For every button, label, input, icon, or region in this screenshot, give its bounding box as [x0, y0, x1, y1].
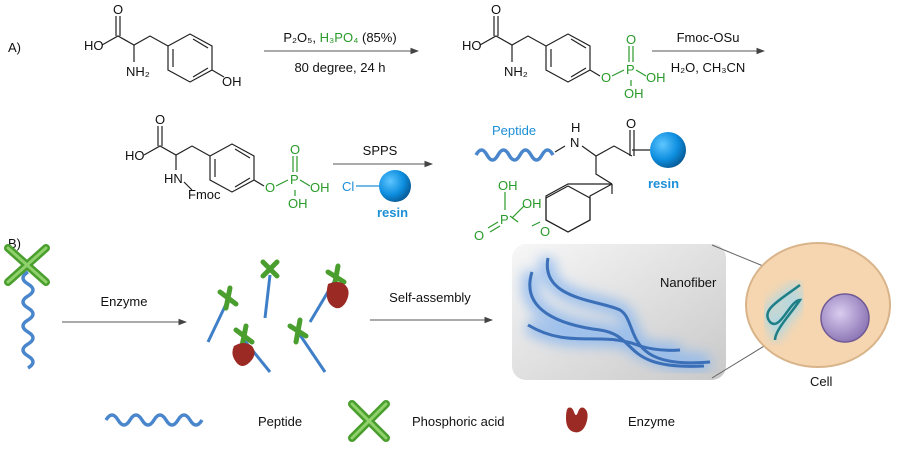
- atom-label: OH: [646, 70, 666, 85]
- step2-solvent: H₂O, CH₃CN: [671, 60, 746, 75]
- tyrosine-structure: HO O NH₂ OH: [84, 2, 242, 89]
- step1-reagents: P₂O₅, H₃PO₄ (85%): [283, 30, 396, 45]
- atom-label: HN: [164, 171, 183, 186]
- atom-label: P: [290, 172, 299, 187]
- resin-label: resin: [377, 205, 408, 220]
- atom-label: O: [601, 70, 611, 85]
- atom-label: O: [474, 228, 484, 243]
- fmoc-phosphotyrosine-structure: HO O HN Fmoc O P O OH OH: [125, 112, 330, 211]
- atom-label: OH: [522, 196, 542, 211]
- legend-phosphoric-acid-label: Phosphoric acid: [412, 414, 505, 429]
- legend-peptide-label: Peptide: [258, 414, 302, 429]
- enzyme-arrow-label: Enzyme: [101, 294, 148, 309]
- resin-bound-peptide-structure: Peptide H N O resin O OH OH P O: [474, 116, 686, 243]
- resin-bead-icon: [379, 170, 411, 202]
- step1-conditions: 80 degree, 24 h: [294, 60, 385, 75]
- resin-bead-icon: [650, 132, 686, 168]
- nanofibers: [522, 256, 711, 371]
- spps-label: SPPS: [363, 143, 398, 158]
- phosphopeptide-icon: [4, 244, 50, 370]
- atom-label: O: [626, 32, 636, 47]
- cell-bound-nanofiber: [763, 281, 808, 341]
- atom-label: O: [626, 116, 636, 131]
- step2-reagent: Fmoc-OSu: [677, 30, 740, 45]
- panel-a-label: A): [8, 40, 21, 55]
- atom-label: NH₂: [504, 64, 528, 79]
- atom-label: OH: [310, 180, 330, 195]
- phosphotyrosine-structure: HO O NH₂ O P O OH OH: [462, 2, 666, 101]
- phosphate-cross-icons: [217, 259, 347, 349]
- legend: Peptide Phosphoric acid Enzyme: [104, 400, 675, 442]
- atom-label: HO: [125, 148, 145, 163]
- legend-peptide-icon: [104, 413, 204, 427]
- enzyme-icons: [232, 282, 349, 366]
- peptide-label: Peptide: [492, 123, 536, 138]
- resin-label: resin: [648, 176, 679, 191]
- legend-enzyme-icon: [566, 407, 588, 433]
- atom-label: Fmoc: [188, 187, 221, 202]
- cell-label: Cell: [810, 374, 833, 389]
- atom-label: HO: [84, 38, 104, 53]
- atom-label: OH: [222, 74, 242, 89]
- atom-label: O: [155, 112, 165, 127]
- atom-label: O: [265, 180, 275, 195]
- nanofiber-label: Nanofiber: [660, 275, 717, 290]
- atom-label: O: [290, 142, 300, 157]
- dephosphorylated-peptides: [206, 259, 349, 373]
- legend-phosphoric-acid-icon: [348, 400, 390, 442]
- atom-label: P: [500, 212, 509, 227]
- atom-label: P: [626, 62, 635, 77]
- chloride-label: Cl: [342, 179, 354, 194]
- legend-enzyme-label: Enzyme: [628, 414, 675, 429]
- atom-label: NH₂: [126, 64, 150, 79]
- atom-label: OH: [288, 196, 308, 211]
- cell-body: [745, 242, 891, 368]
- cell-nucleus: [820, 293, 870, 343]
- atom-label: N: [570, 135, 579, 150]
- atom-label: OH: [498, 178, 518, 193]
- atom-label: H: [571, 120, 580, 135]
- atom-label: OH: [624, 86, 644, 101]
- atom-label: O: [113, 2, 123, 17]
- atom-label: HO: [462, 38, 482, 53]
- atom-label: O: [540, 224, 550, 239]
- atom-label: O: [491, 2, 501, 17]
- self-assembly-label: Self-assembly: [389, 290, 471, 305]
